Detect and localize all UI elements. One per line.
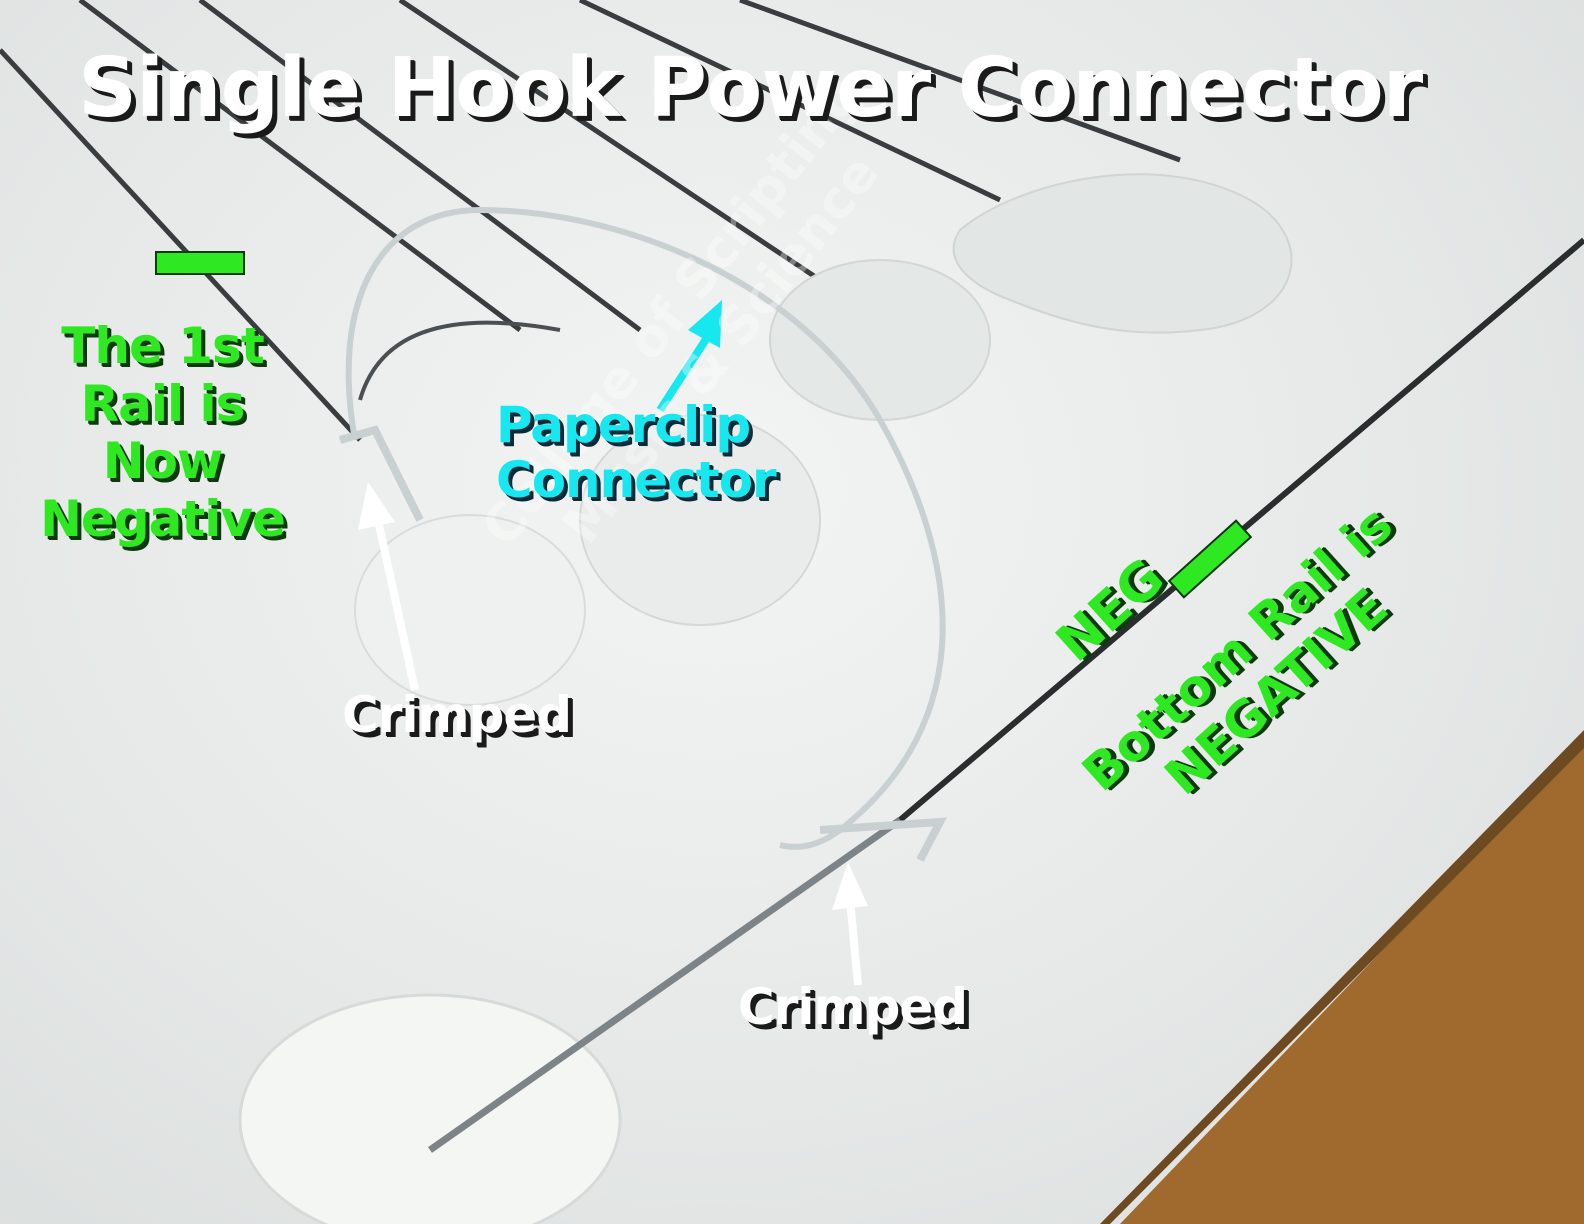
- rail-wire: [0, 48, 362, 442]
- bottom-rail-wire: [427, 817, 903, 1153]
- glue-blob: [238, 993, 622, 1224]
- paperclip-label: Paperclip Connector: [496, 396, 777, 509]
- rail-wire: [398, 0, 822, 283]
- glue-spill: [952, 173, 1293, 334]
- minus-sign-icon: [1167, 519, 1253, 599]
- arrow-up-icon: [832, 862, 868, 986]
- rail-wire: [739, 0, 1181, 163]
- paperclip-wire: [345, 206, 946, 850]
- glue-blobs: [238, 173, 1293, 1224]
- rail-wire: [198, 0, 642, 332]
- first-rail-label: The 1st Rail is Now Negative: [40, 317, 286, 548]
- paperclip-crimp: [338, 425, 424, 522]
- paperclip-crimp: [819, 817, 947, 862]
- arrow-up-icon: [656, 300, 722, 413]
- rail-wire: [78, 0, 522, 332]
- page-title: Single Hook Power Connector: [78, 41, 1423, 136]
- crimped-label-upper: Crimped: [342, 686, 572, 744]
- wood-edge-shadow: [1100, 730, 1584, 1224]
- glue-blob: [579, 414, 821, 626]
- top-rail-wires: [0, 0, 1181, 442]
- crimped-label-lower: Crimped: [738, 978, 968, 1036]
- minus-sign-icon: [155, 251, 245, 275]
- arrow-up-icon: [358, 482, 419, 691]
- glue-blob: [354, 514, 586, 706]
- paperclip-wire-shadow: [358, 320, 561, 401]
- rail-wire: [578, 0, 1002, 203]
